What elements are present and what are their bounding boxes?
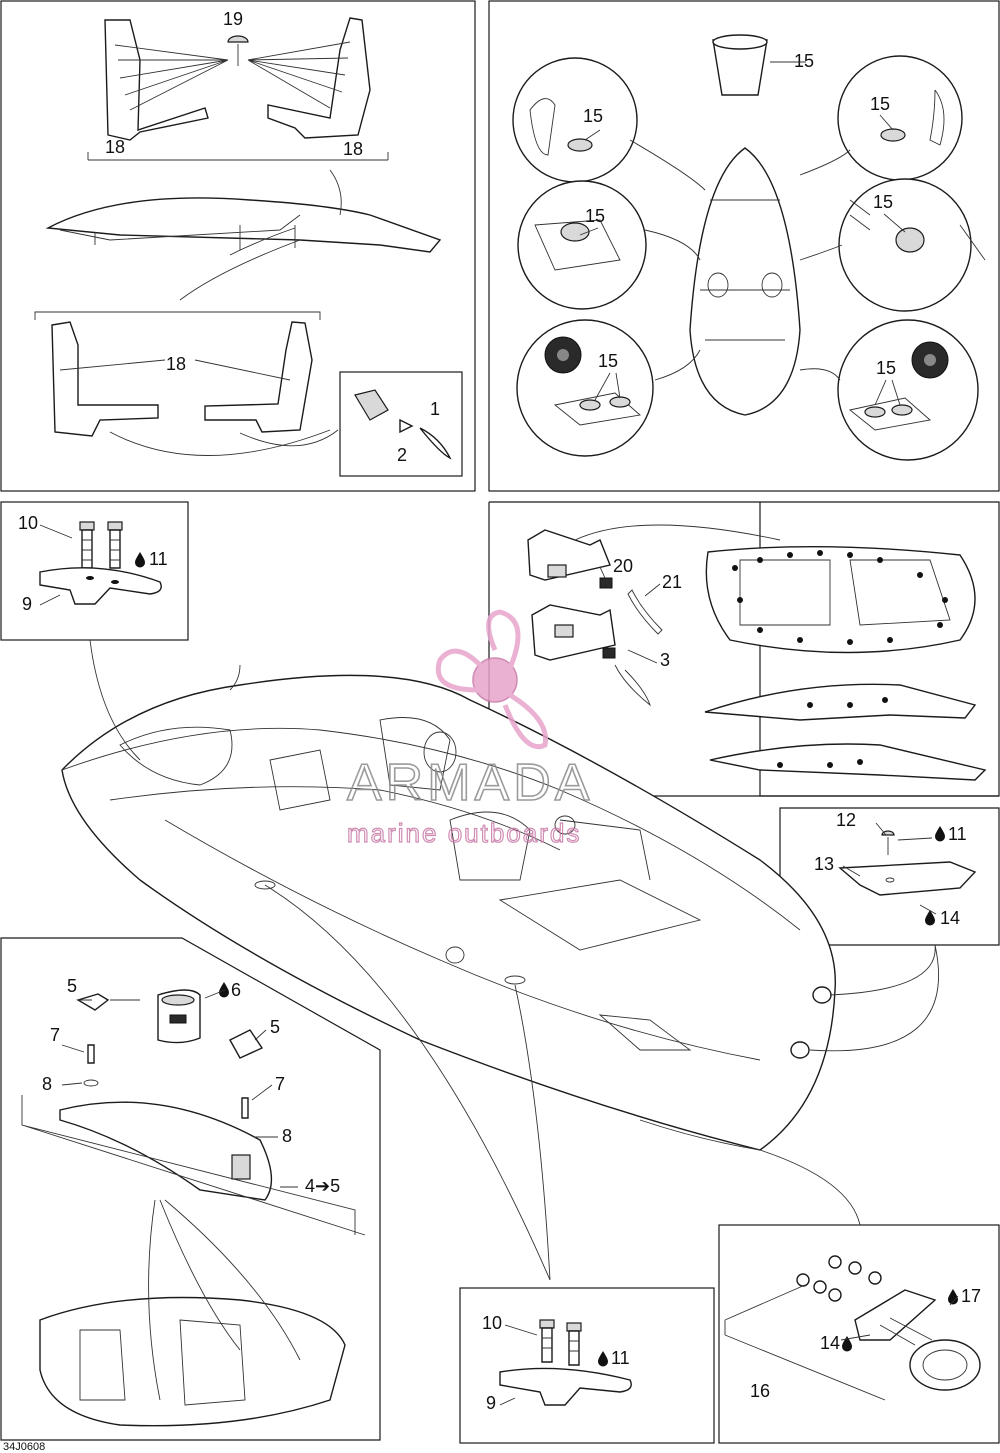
panel-cup-holders bbox=[512, 34, 986, 461]
callout-7: 7 bbox=[50, 1025, 60, 1045]
propeller-logo-icon bbox=[435, 609, 549, 749]
callout-5: 5 bbox=[67, 976, 77, 996]
callout-8: 8 bbox=[282, 1126, 292, 1146]
callout-10: 10 bbox=[482, 1313, 502, 1333]
oil-drop-icon bbox=[135, 552, 145, 568]
boat-hull bbox=[61, 639, 939, 1281]
callout-15: 15 bbox=[598, 351, 618, 371]
callout-18: 18 bbox=[166, 354, 186, 374]
callout-5: 5 bbox=[270, 1017, 280, 1037]
leader-lines bbox=[39, 61, 959, 1406]
callout-10: 10 bbox=[18, 513, 38, 533]
callout-11: 11 bbox=[149, 549, 168, 569]
callout-9: 9 bbox=[486, 1393, 496, 1413]
panel-cleat-left bbox=[39, 521, 162, 605]
callout-2: 2 bbox=[397, 445, 407, 465]
callout-labels: 19 18 18 18 1 2 15 15 15 15 15 15 15 15 … bbox=[3, 9, 981, 1453]
callout-7: 7 bbox=[275, 1074, 285, 1094]
callout-9: 9 bbox=[22, 594, 32, 614]
oil-drop-icon bbox=[219, 982, 229, 998]
callout-13: 13 bbox=[814, 854, 834, 874]
watermark: ARMADA marine outboards bbox=[346, 609, 593, 849]
callout-8: 8 bbox=[42, 1074, 52, 1094]
panel-cleat-bottom bbox=[499, 1319, 632, 1406]
callout-19: 19 bbox=[223, 9, 243, 29]
callout-20: 20 bbox=[613, 556, 633, 576]
callout-16: 16 bbox=[750, 1381, 770, 1401]
watermark-brand: ARMADA bbox=[347, 754, 593, 812]
callout-21: 21 bbox=[662, 572, 682, 592]
panel-ski-tow-ring bbox=[724, 1255, 981, 1401]
callout-3: 3 bbox=[660, 650, 670, 670]
callout-15: 15 bbox=[585, 206, 605, 226]
callout-4-to-5: 4➔5 bbox=[305, 1176, 340, 1196]
callout-15: 15 bbox=[794, 51, 814, 71]
callout-14: 14 bbox=[940, 908, 960, 928]
watermark-tagline: marine outboards bbox=[347, 818, 581, 848]
callout-18: 18 bbox=[343, 139, 363, 159]
oil-drop-icon bbox=[598, 1351, 608, 1367]
panel-trim-fasteners bbox=[527, 524, 987, 781]
callout-15: 15 bbox=[876, 358, 896, 378]
panel-seat-handle bbox=[21, 989, 366, 1427]
callout-11: 11 bbox=[611, 1348, 630, 1368]
callout-14: 14 bbox=[820, 1333, 840, 1353]
panel-seat-backs bbox=[34, 17, 463, 477]
callout-11: 11 bbox=[948, 824, 967, 844]
callout-15: 15 bbox=[870, 94, 890, 114]
drawing-number: 34J0608 bbox=[3, 1441, 45, 1453]
oil-drop-icon bbox=[935, 826, 945, 842]
panel-stern-grab-handle bbox=[838, 830, 977, 896]
callout-15: 15 bbox=[583, 106, 603, 126]
callout-1: 1 bbox=[430, 399, 440, 419]
callout-12: 12 bbox=[836, 810, 856, 830]
callout-6: 6 bbox=[231, 980, 241, 1000]
callout-18: 18 bbox=[105, 137, 125, 157]
callout-17: 17 bbox=[961, 1286, 981, 1306]
callout-15: 15 bbox=[873, 192, 893, 212]
